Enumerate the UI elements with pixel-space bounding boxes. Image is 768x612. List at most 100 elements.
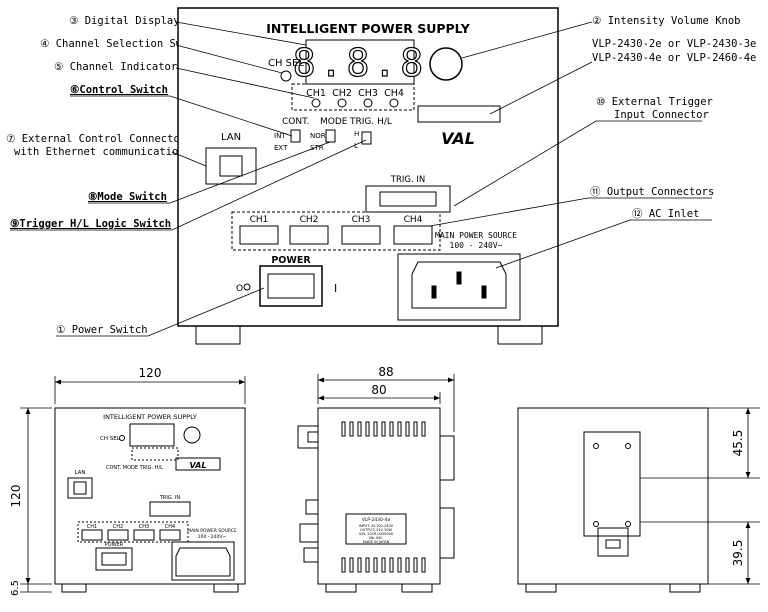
rear-screw-1 [593,443,599,449]
callout-external-control-line2: with Ethernet communications [14,146,192,158]
output-connector-ch2[interactable] [289,225,329,245]
output-connector-box [231,211,441,251]
rear-hook [597,527,629,557]
output-connector-ch3[interactable] [341,225,381,245]
mini-lan-label: LAN [74,470,85,476]
mini-lan-socket [73,481,87,495]
callout-models-line2: VLP-2430-4e or VLP-2460-4e [592,52,757,64]
leader-channel-indicators [175,67,315,99]
mini-trig-in-label: TRIG. IN [159,495,181,501]
power-switch[interactable] [259,265,323,307]
power-on-mark: I [334,282,337,295]
power-off-indicator [243,283,251,291]
indicator-ch3 [363,98,373,108]
lan-port-socket [219,155,243,177]
dim-side-total: 88 [378,365,393,379]
mini-labels-row: CONT. MODE TRIG. H/L [106,465,163,471]
ac-pin-ground [456,271,462,285]
dim-rear-lower: 39.5 [731,540,745,567]
side-foot-right [401,583,433,593]
mode-label: MODE [320,117,348,127]
rear-screw-3 [593,521,599,527]
callout-ext-trigger-line1: ⑩ External Trigger [596,96,713,108]
side-vents-top [341,421,426,437]
mini-ac-inlet-shape [175,547,231,577]
lan-label: LAN [221,132,241,143]
front-foot-right [497,325,543,345]
side-output-protrusion [299,523,319,543]
power-switch-rocker [267,273,315,299]
callout-output-connectors: ⑪ Output Connectors [590,186,715,198]
indicator-ch4 [389,98,399,108]
mode-switch[interactable] [325,129,336,143]
front-foot-left [195,325,241,345]
callout-external-control-line1: ⑦ External Control Connector [6,133,187,145]
mini-output-label-ch1: CH1 [87,524,97,530]
brand-logo: VAL [441,129,475,148]
rear-body [517,407,709,585]
leader-models [489,61,593,115]
mini-display [129,423,175,447]
main-power-line2: 100 - 240V~ [450,241,503,250]
ch-sel-label: CH SEL [268,58,304,69]
mini-ac-inlet [171,541,235,581]
power-off-mark: O [236,284,243,294]
output-label-ch2: CH2 [300,215,319,225]
intensity-knob[interactable] [429,47,463,81]
leader-power-switch [56,287,265,337]
side-rear-bracket-lower [439,507,455,559]
panel-title: INTELLIGENT POWER SUPPLY [266,21,470,36]
mini-foot-right [213,583,239,593]
output-connector-ch1[interactable] [239,225,279,245]
mini-ch-sel-label: CH SEL [100,436,121,442]
side-label-model: VLP-2430-4e [362,517,391,523]
rear-screw-2 [625,443,631,449]
callout-digital-display: ③ Digital Display [69,15,180,27]
leader-mode-switch [88,141,331,204]
ac-inlet-frame [397,253,521,321]
mini-foot-left [61,583,87,593]
channel-select-button[interactable] [280,70,292,82]
mini-front-body [54,407,246,585]
str-label: STR [310,144,324,152]
dim-front-width: 120 [139,366,162,380]
side-rear-bracket-upper [439,435,455,481]
mini-lan-port [67,477,93,499]
mini-ch-sel [119,435,125,441]
side-label-line-5: MADE IN JAPAN [363,540,390,544]
side-label-plate [345,513,407,545]
h-label: H [354,130,359,138]
side-trig-protrusion [305,499,319,515]
rear-hook-slot [605,539,621,549]
mini-indicator-box [131,447,179,461]
ext-label: EXT [274,144,288,152]
trigger-input-socket [379,191,437,207]
nor-label: NOR [310,132,326,140]
output-connector-ch4[interactable] [393,225,433,245]
mini-trig-in [149,501,191,517]
callout-ext-trigger-line2: Input Connector [614,109,709,121]
model-plate [417,105,501,123]
mini-output-label-ch2: CH2 [113,524,123,530]
indicator-ch1 [311,98,321,108]
callout-mode-switch: ⑧Mode Switch [88,191,167,203]
output-label-ch1: CH1 [250,215,269,225]
display-digits: 8.8.8 [293,41,427,85]
ac-pin-right [481,285,487,299]
mini-output-ch2 [107,529,129,541]
indicator-ch2 [337,98,347,108]
leader-ac-inlet [495,219,712,269]
side-label-line-2: OUTPUT: 24V 30W [360,528,393,532]
side-foot-left [325,583,357,593]
output-label-ch4: CH4 [404,215,423,225]
mini-power-label: POWER [105,542,124,548]
rear-bracket [583,431,641,537]
indicator-label-ch1: CH1 [306,88,326,99]
trigger-switch[interactable] [361,131,372,145]
rear-screw-4 [625,521,631,527]
leader-ext-trigger [453,120,702,207]
indicator-label-ch3: CH3 [358,88,378,99]
ac-pin-left [431,285,437,299]
ac-inlet[interactable] [411,261,507,309]
